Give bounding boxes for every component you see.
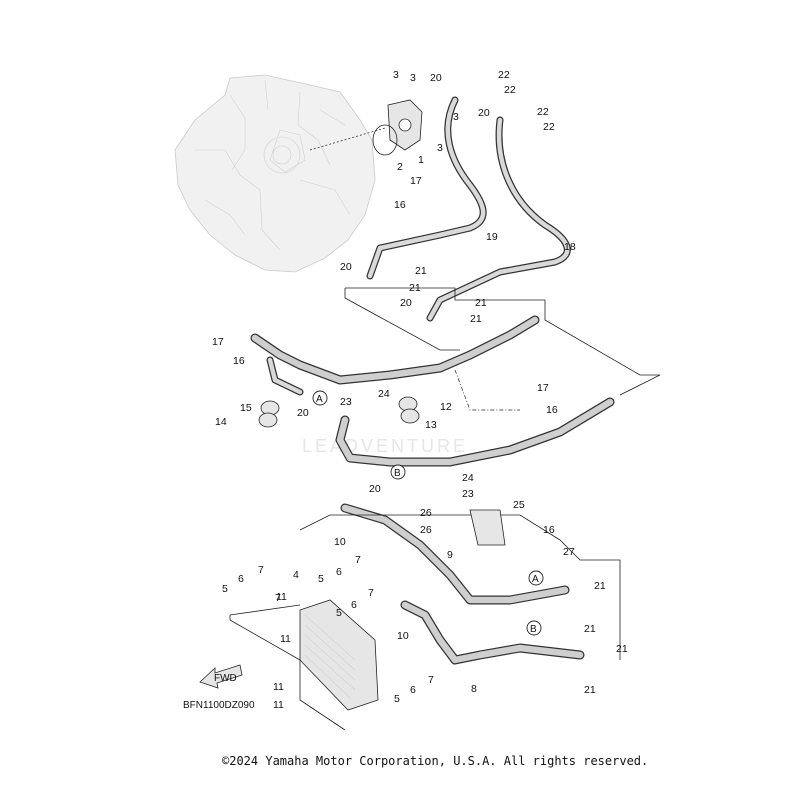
callout-c11b: 11 — [280, 633, 291, 645]
callout-c26a: 26 — [420, 507, 432, 519]
callout-c21e: 21 — [594, 580, 606, 592]
callout-c3d: 3 — [437, 142, 443, 154]
callout-c5d: 5 — [394, 693, 400, 705]
callout-c7a: 7 — [258, 564, 264, 576]
callout-c16b: 16 — [546, 404, 558, 416]
ref-mark-a-lower — [528, 570, 544, 586]
lower-hoses — [299, 503, 621, 665]
callout-c6c: 6 — [351, 599, 357, 611]
callout-c20c: 20 — [340, 261, 352, 273]
callout-c23a: 23 — [340, 396, 352, 408]
callout-c11d: 11 — [273, 699, 284, 711]
callout-c16c: 16 — [233, 355, 245, 367]
callout-c22c: 22 — [537, 106, 549, 118]
callout-c24b: 24 — [462, 472, 474, 484]
middle-frame — [344, 287, 661, 396]
callout-c23b: 23 — [462, 488, 474, 500]
engine-outline — [174, 74, 376, 273]
callout-c3a: 3 — [393, 69, 399, 81]
callout-c24a: 24 — [378, 388, 390, 400]
middle-hoses — [250, 315, 615, 467]
callout-c13: 13 — [425, 419, 437, 431]
callout-c22a: 22 — [498, 69, 510, 81]
callout-c21c: 21 — [475, 297, 487, 309]
callout-c9: 9 — [447, 549, 453, 561]
callout-c20a: 20 — [430, 72, 442, 84]
callout-c2: 2 — [397, 161, 403, 173]
callout-c21d: 21 — [470, 313, 482, 325]
callout-c14: 14 — [215, 416, 227, 428]
callout-c10b: 10 — [397, 630, 409, 642]
callout-c5c: 5 — [336, 607, 342, 619]
ref-mark-a-upper-label: A — [316, 394, 323, 405]
callout-c6b: 6 — [336, 566, 342, 578]
callout-c7d: 7 — [275, 592, 281, 604]
callout-c5b: 5 — [318, 573, 324, 585]
copyright-text: ©2024 Yamaha Motor Corporation, U.S.A. A… — [222, 754, 648, 768]
upper-hoses — [366, 96, 571, 322]
oil-cooler — [229, 599, 379, 731]
callout-c6d: 6 — [410, 684, 416, 696]
callout-c16a: 16 — [394, 199, 406, 211]
callout-c21b: 21 — [409, 282, 421, 294]
callout-c3b: 3 — [410, 72, 416, 84]
callout-c26b: 26 — [420, 524, 432, 536]
callout-c11c: 11 — [273, 681, 284, 693]
bracket — [469, 509, 506, 546]
callout-c3c: 3 — [453, 111, 459, 123]
callout-c20d: 20 — [400, 297, 412, 309]
fwd-arrow-icon: FWD — [199, 664, 243, 689]
diagram-code: BFN1100DZ090 — [183, 700, 255, 711]
callout-c21a: 21 — [415, 265, 427, 277]
ref-mark-b-upper-label: B — [394, 468, 401, 479]
callout-c4: 4 — [293, 569, 299, 581]
callout-c22b: 22 — [504, 84, 516, 96]
callout-c1: 1 — [418, 154, 424, 166]
callout-c7e: 7 — [428, 674, 434, 686]
callout-c7c: 7 — [368, 587, 374, 599]
ref-mark-a-lower-label: A — [532, 574, 539, 585]
thermostat-housing — [309, 99, 423, 156]
callout-c5a: 5 — [222, 583, 228, 595]
callout-c27: 27 — [563, 546, 575, 558]
callout-c17a: 17 — [410, 175, 422, 187]
callout-c20b: 20 — [478, 107, 490, 119]
callout-c7b: 7 — [355, 554, 361, 566]
callout-c19: 19 — [486, 231, 498, 243]
ref-mark-b-lower-label: B — [530, 624, 537, 635]
watermark: LEADVENTURE — [302, 436, 468, 456]
callout-c12: 12 — [440, 401, 452, 413]
callout-c21h: 21 — [584, 684, 596, 696]
callout-c22d: 22 — [543, 121, 555, 133]
callout-c11a: 11 — [276, 591, 287, 603]
ref-mark-b-lower — [526, 620, 542, 636]
fwd-label: FWD — [214, 673, 237, 684]
callout-c6a: 6 — [238, 573, 244, 585]
callout-c8: 8 — [471, 683, 477, 695]
ref-mark-a-upper — [312, 390, 328, 406]
callout-c16d: 16 — [543, 524, 555, 536]
callout-c25: 25 — [513, 499, 525, 511]
callout-c15: 15 — [240, 402, 252, 414]
ref-mark-b-upper — [390, 464, 406, 480]
callout-c17c: 17 — [212, 336, 224, 348]
ref-marks: A B A B — [312, 390, 544, 636]
callout-c20e: 20 — [297, 407, 309, 419]
callout-c21g: 21 — [616, 643, 628, 655]
callout-c20f: 20 — [369, 483, 381, 495]
callout-c21f: 21 — [584, 623, 596, 635]
callout-c17b: 17 — [537, 382, 549, 394]
callout-c18: 18 — [564, 241, 576, 253]
callout-c10a: 10 — [334, 536, 346, 548]
